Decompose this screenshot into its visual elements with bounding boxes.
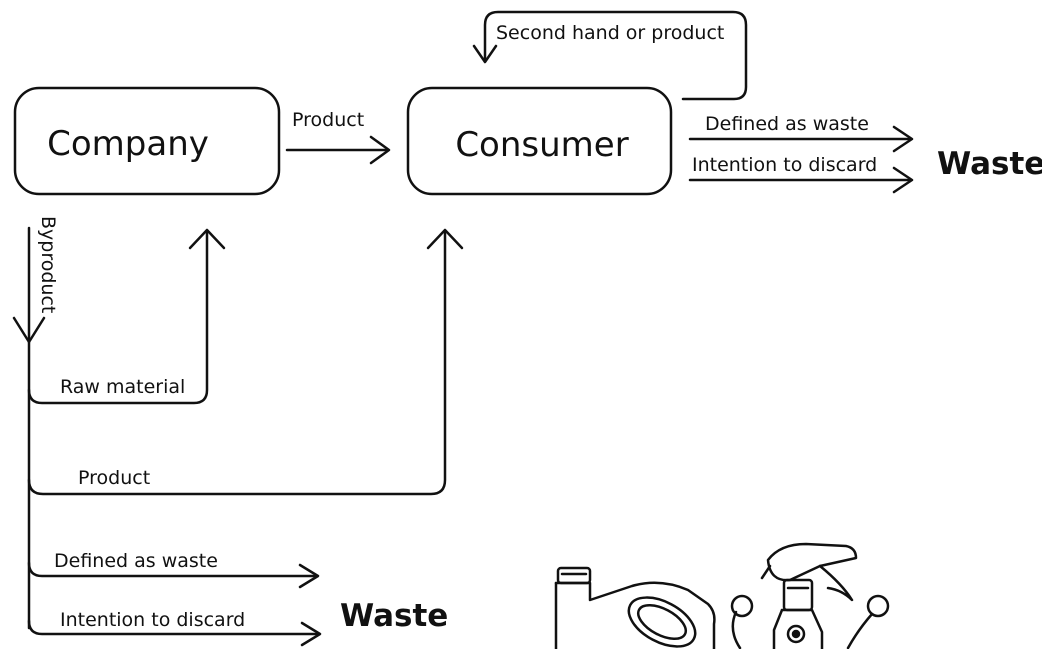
company-box: [13, 86, 281, 196]
waste-label-bottom: Waste: [340, 598, 448, 634]
consumer-label: Consumer: [455, 125, 628, 165]
byproduct-to-consumer-arrow: [27, 228, 464, 496]
byproduct-label: Byproduct: [37, 216, 59, 313]
product-arrow: [285, 135, 391, 165]
waste-label-right: Waste: [937, 146, 1042, 182]
illustration-arms-icon: [730, 594, 890, 649]
defined-waste-arrow-bottom: [27, 561, 320, 589]
jerrycan-icon: [554, 566, 716, 649]
intention-discard-label-bottom: Intention to discard: [60, 609, 245, 631]
defined-waste-label-top: Defined as waste: [705, 113, 869, 135]
second-hand-loop-arrow: [472, 10, 748, 101]
product-label-top: Product: [292, 109, 364, 131]
company-label: Company: [47, 124, 209, 164]
second-hand-label: Second hand or product: [496, 22, 724, 44]
consumer-box: [406, 86, 673, 196]
intention-discard-arrow-bottom: [27, 619, 322, 647]
raw-material-arrow: [27, 228, 226, 405]
defined-waste-arrow-top: [688, 125, 914, 153]
intention-discard-arrow-top: [688, 166, 914, 194]
intention-discard-label-top: Intention to discard: [692, 154, 877, 176]
defined-waste-label-bottom: Defined as waste: [54, 550, 218, 572]
raw-material-label: Raw material: [60, 376, 185, 398]
spray-bottle-icon: [760, 542, 858, 649]
product-label-bottom: Product: [78, 467, 150, 489]
